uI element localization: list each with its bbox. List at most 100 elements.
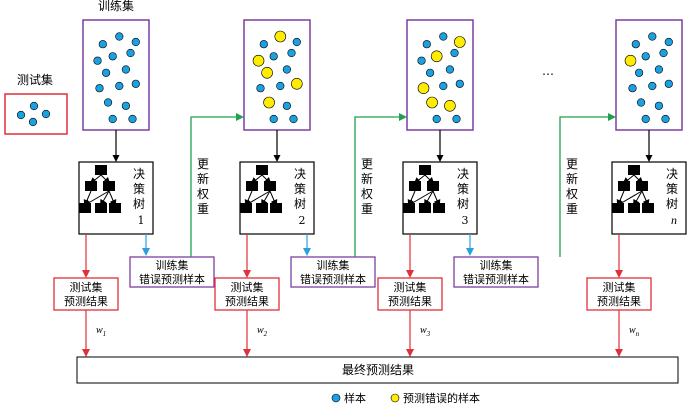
tree-edge <box>407 190 416 207</box>
sample-dot <box>287 48 296 58</box>
test-sample-dot <box>29 101 39 111</box>
sample-dot <box>450 48 459 58</box>
test-sample-dot <box>28 117 38 127</box>
decision-tree-index: 1 <box>138 214 145 227</box>
sample-dot <box>439 81 448 91</box>
weight-label: w3 <box>420 325 431 338</box>
sample-dot <box>93 56 102 65</box>
training-error-label-line2: 错误预测样本 <box>300 272 366 286</box>
tree-node <box>95 203 107 213</box>
misclassified-sample-dot <box>444 100 456 112</box>
weight-subscript: 1 <box>103 330 107 338</box>
test-result-label-line2: 预测结果 <box>388 295 432 308</box>
tree-edge <box>633 190 643 207</box>
decision-tree-label: 策 <box>457 182 469 196</box>
decision-tree-label: 决 <box>294 167 306 181</box>
tree-node <box>256 203 268 213</box>
tree-node <box>642 203 654 213</box>
test-result-label-line2: 预测结果 <box>64 295 108 308</box>
tree-edge <box>616 190 625 207</box>
decision-tree-index: 3 <box>462 214 469 227</box>
sample-dot <box>641 52 650 61</box>
sample-dot <box>131 79 140 88</box>
legend-misclassified-dot <box>390 393 400 403</box>
tree-node <box>433 203 445 213</box>
tree-edge <box>432 190 441 207</box>
decision-tree-label: 树 <box>457 196 469 211</box>
training-set-label: 训练集 <box>98 0 134 13</box>
tree-node <box>240 203 252 213</box>
misclassified-sample-dot <box>252 54 265 67</box>
tree-node <box>628 203 640 213</box>
tree-node <box>246 181 258 191</box>
decision-tree-box <box>239 161 315 235</box>
weight-label: w2 <box>257 325 268 338</box>
decision-tree-box <box>78 161 154 235</box>
sample-dot <box>426 68 435 77</box>
tree-node <box>409 181 421 191</box>
decision-tree-label: 决 <box>133 167 145 181</box>
sample-dot <box>648 81 657 91</box>
sample-dot <box>103 98 113 107</box>
training-error-box <box>453 256 539 288</box>
sample-dot <box>634 68 644 77</box>
sample-dot <box>269 114 278 124</box>
sample-dot <box>636 98 646 107</box>
weight-label: w1 <box>96 325 106 338</box>
arrow-update-weights <box>559 113 616 257</box>
sample-dot <box>452 114 461 124</box>
decision-tree-label: 树 <box>294 196 306 211</box>
test-result-label-line1: 测试集 <box>603 280 636 294</box>
update-weights-label: 新 <box>361 171 373 186</box>
tree-node <box>419 203 431 213</box>
update-weights-label: 新 <box>566 171 578 186</box>
sample-dot <box>417 56 426 65</box>
update-weights-label: 权 <box>361 187 373 201</box>
tree-edge <box>424 190 434 207</box>
update-weights-label: 重 <box>361 202 373 216</box>
tree-node <box>103 181 115 191</box>
update-weights-label: 权 <box>566 187 578 201</box>
sample-dot <box>648 32 657 41</box>
training-error-box <box>290 256 376 288</box>
tree-node <box>109 203 121 213</box>
sample-dot <box>128 114 137 124</box>
ellipsis: … <box>542 64 554 78</box>
update-weights-label: 权 <box>197 187 209 201</box>
test-result-box <box>214 277 280 311</box>
tree-node <box>270 203 282 213</box>
sample-dot <box>98 40 107 49</box>
test-set-label: 测试集 <box>17 72 53 87</box>
arrow-update-weights <box>190 113 244 257</box>
misclassified-sample-dot <box>263 96 275 109</box>
misclassified-sample-dot <box>426 96 438 109</box>
sample-dot <box>664 37 673 47</box>
tree-node <box>427 181 439 191</box>
update-weights-label: 更 <box>197 157 209 171</box>
sample-dot <box>108 114 117 124</box>
tree-node <box>618 181 630 191</box>
test-sample-dot <box>16 110 26 120</box>
training-error-label-line1: 训练集 <box>156 258 189 272</box>
tree-node <box>636 181 648 191</box>
sample-dot <box>121 65 130 74</box>
sample-dot <box>659 48 668 58</box>
update-weights-label: 更 <box>361 157 373 171</box>
decision-tree-label: 策 <box>294 182 306 196</box>
test-result-label-line2: 预测结果 <box>597 295 641 308</box>
sample-dot <box>654 65 664 74</box>
misclassified-sample-dot <box>453 36 466 48</box>
sample-dot <box>664 79 673 88</box>
tree-node <box>628 165 640 175</box>
training-error-label-line1: 训练集 <box>317 258 350 272</box>
sample-dot <box>432 114 441 124</box>
training-error-label-line2: 错误预测样本 <box>139 272 205 286</box>
sample-dot <box>121 101 130 110</box>
update-weights-label: 更 <box>566 157 578 171</box>
test-result-box <box>586 277 652 311</box>
sample-dot <box>628 84 637 93</box>
sample-dot <box>641 114 650 124</box>
sample-dot <box>631 40 640 49</box>
